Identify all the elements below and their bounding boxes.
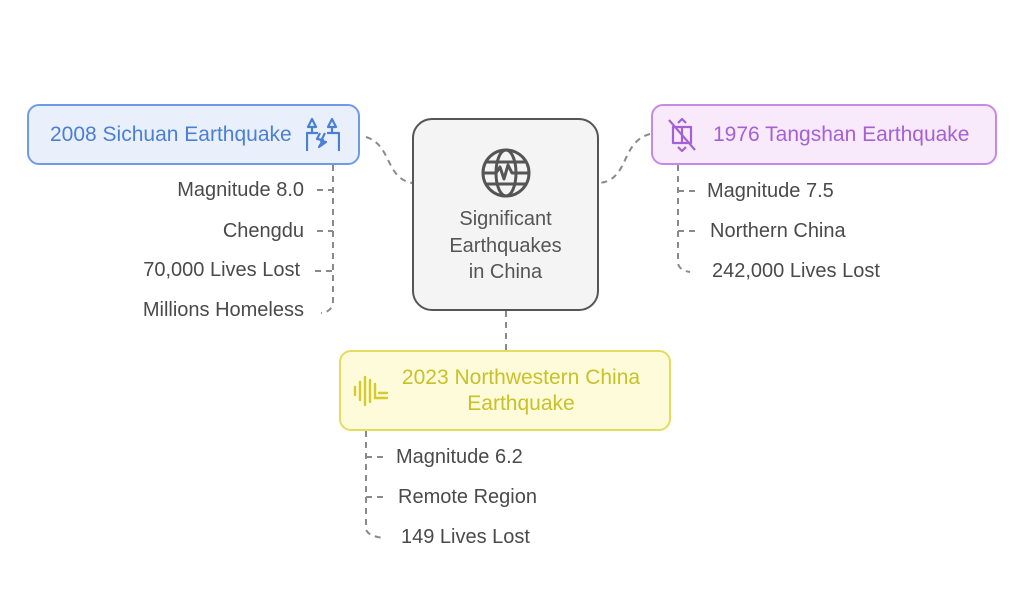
center-title-line-3: in China xyxy=(468,261,543,283)
sichuan-detail-location: Chengdu xyxy=(222,220,304,242)
center-node[interactable]: Significant Earthquakes in China xyxy=(412,118,599,311)
seismic-wave-icon xyxy=(353,374,389,408)
tangshan-title: 1976 Tangshan Earthquake xyxy=(713,122,970,146)
sichuan-detail-deaths: 70,000 Lives Lost xyxy=(143,259,300,281)
broken-ground-trees-icon xyxy=(305,117,340,153)
center-title-line-2: Earthquakes xyxy=(449,234,562,257)
northwest-detail-region: Remote Region xyxy=(398,486,537,508)
sichuan-title: 2008 Sichuan Earthquake xyxy=(50,122,292,146)
center-title: Significant Earthquakes in China xyxy=(431,206,581,286)
tangshan-detail-magnitude: Magnitude 7.5 xyxy=(707,180,834,202)
sichuan-earthquake-node[interactable]: 2008 Sichuan Earthquake xyxy=(27,104,360,165)
crossed-building-icon xyxy=(667,117,697,152)
tangshan-detail-region: Northern China xyxy=(710,220,846,242)
northwest-title-line-2: Earthquake xyxy=(467,391,575,415)
tangshan-detail-deaths: 242,000 Lives Lost xyxy=(712,260,880,282)
northwest-detail-deaths: 149 Lives Lost xyxy=(401,526,530,548)
northwestern-earthquake-node[interactable]: 2023 Northwestern China Earthquake xyxy=(339,350,671,431)
tangshan-earthquake-node[interactable]: 1976 Tangshan Earthquake xyxy=(651,104,997,165)
northwest-title-line-1: 2023 Northwestern China xyxy=(401,365,641,389)
sichuan-detail-magnitude: Magnitude 8.0 xyxy=(177,179,304,201)
globe-seismic-icon xyxy=(479,146,533,200)
northwest-title: 2023 Northwestern China Earthquake xyxy=(399,365,669,417)
sichuan-detail-homeless: Millions Homeless xyxy=(142,299,304,321)
northwest-detail-magnitude: Magnitude 6.2 xyxy=(396,446,523,468)
center-title-line-1: Significant xyxy=(459,208,552,230)
